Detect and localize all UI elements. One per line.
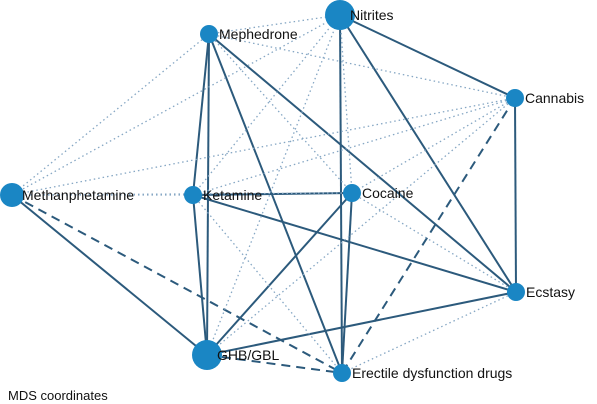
- node-label-nitrites: Nitrites: [350, 7, 394, 23]
- edge-nitrites-methanphetamine: [11, 14, 341, 196]
- edge-nitrites-ketamine: [192, 14, 341, 196]
- edge-mephedrone-erectile-dysfunction-drugs: [208, 33, 343, 374]
- edge-ghb-gbl-ecstasy: [206, 291, 517, 356]
- node-erectile-dysfunction-drugs[interactable]: [333, 364, 351, 382]
- node-label-ecstasy: Ecstasy: [526, 284, 575, 300]
- node-label-methanphetamine: Methanphetamine: [22, 187, 134, 203]
- edge-ketamine-ghb-gbl: [192, 194, 208, 356]
- node-label-cocaine: Cocaine: [362, 185, 414, 201]
- edge-cannabis-methanphetamine: [11, 97, 516, 196]
- node-methanphetamine[interactable]: [0, 183, 24, 207]
- edge-cocaine-ecstasy: [351, 192, 517, 293]
- edge-cannabis-cocaine: [351, 97, 516, 194]
- node-ghb-gbl[interactable]: [192, 340, 222, 370]
- edge-ketamine-cocaine: [192, 192, 353, 196]
- edge-cannabis-erectile-dysfunction-drugs: [341, 97, 516, 374]
- edge-cannabis-ecstasy: [514, 97, 517, 293]
- edge-cocaine-ghb-gbl: [206, 192, 353, 356]
- node-cocaine[interactable]: [343, 184, 361, 202]
- edge-nitrites-ghb-gbl: [206, 14, 341, 356]
- labels-layer: NitritesMephedroneCannabisMethanphetamin…: [22, 7, 584, 381]
- node-label-ghb-gbl: GHB/GBL: [217, 347, 279, 363]
- edge-cannabis-ketamine: [192, 97, 516, 196]
- node-ecstasy[interactable]: [507, 283, 525, 301]
- node-label-ketamine: Ketamine: [203, 187, 262, 203]
- edge-mephedrone-cocaine: [208, 33, 353, 194]
- edge-mephedrone-cannabis: [208, 33, 516, 99]
- edge-mephedrone-ecstasy: [208, 33, 517, 293]
- node-label-erectile-dysfunction-drugs: Erectile dysfunction drugs: [352, 365, 512, 381]
- node-ketamine[interactable]: [184, 186, 202, 204]
- node-label-mephedrone: Mephedrone: [219, 26, 298, 42]
- edge-ecstasy-erectile-dysfunction-drugs: [341, 291, 517, 374]
- node-mephedrone[interactable]: [200, 25, 218, 43]
- edge-ghb-gbl-erectile-dysfunction-drugs: [206, 354, 343, 374]
- node-nitrites[interactable]: [325, 0, 355, 30]
- edge-nitrites-ecstasy: [339, 14, 517, 293]
- edge-cannabis-ghb-gbl: [206, 97, 516, 356]
- nodes-layer: [0, 0, 525, 382]
- edge-cocaine-erectile-dysfunction-drugs: [341, 192, 353, 374]
- caption: MDS coordinates: [8, 388, 108, 403]
- node-cannabis[interactable]: [506, 89, 524, 107]
- edge-nitrites-cannabis: [339, 14, 516, 99]
- edge-methanphetamine-ghb-gbl: [11, 194, 208, 356]
- edge-mephedrone-ketamine: [192, 33, 210, 196]
- edge-ketamine-ecstasy: [192, 194, 517, 293]
- edges-layer: [11, 14, 517, 374]
- node-label-cannabis: Cannabis: [525, 90, 584, 106]
- edge-nitrites-cocaine: [339, 14, 353, 194]
- edge-mephedrone-methanphetamine: [11, 33, 210, 196]
- edge-methanphetamine-erectile-dysfunction-drugs: [11, 194, 343, 374]
